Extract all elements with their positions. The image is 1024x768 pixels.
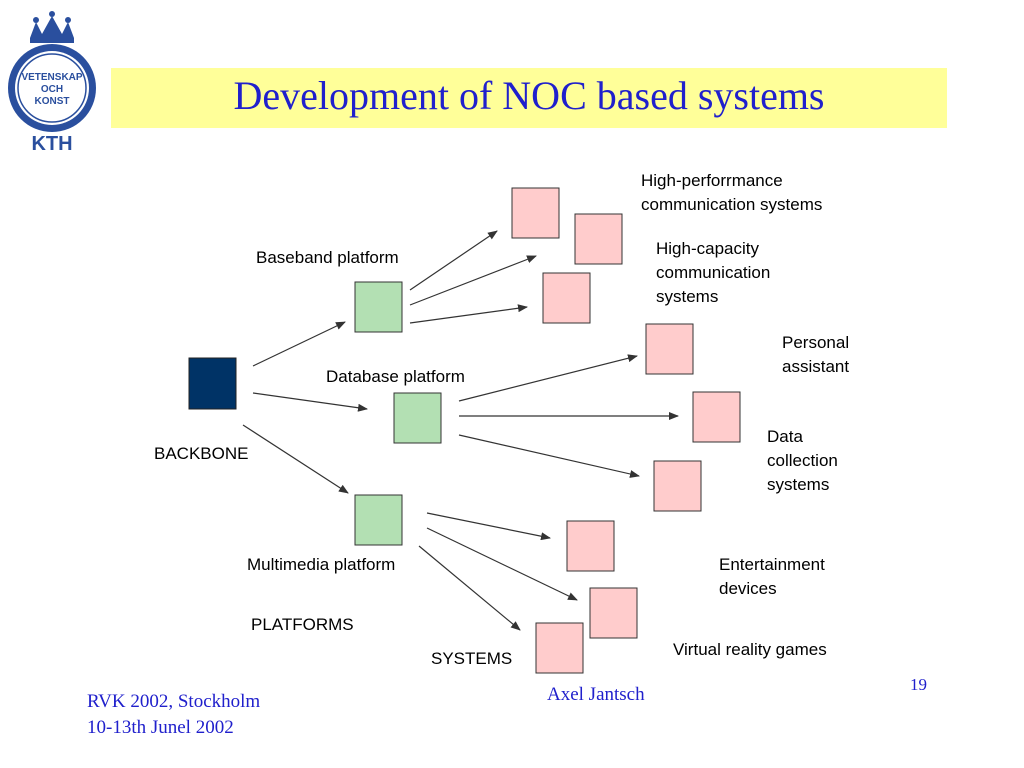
label-personal-assistant: Personal assistant (782, 331, 849, 379)
system-box (645, 323, 694, 375)
seal-text-2: OCH (41, 84, 63, 95)
system-box (566, 520, 615, 572)
system-box (511, 187, 560, 239)
label-line: Entertainment (719, 555, 825, 574)
baseband-platform-box (354, 281, 403, 333)
footer-line-2: 10-13th Junel 2002 (87, 717, 234, 738)
arrow-multimedia-sys8 (426, 527, 578, 601)
label-line: communication systems (641, 195, 823, 214)
label-backbone: BACKBONE (154, 444, 249, 463)
arrow-database-sys4 (458, 354, 638, 402)
slide-title: Development of NOC based systems (233, 73, 825, 118)
backbone-box (188, 357, 237, 410)
label-systems: SYSTEMS (431, 649, 513, 668)
arrow-multimedia-sys9 (418, 545, 521, 631)
seal-text-3: KONST (35, 96, 70, 107)
multimedia-platform-box (354, 494, 403, 546)
label-line: systems (767, 475, 830, 494)
label-line: Data (767, 427, 803, 446)
arrow-backbone-database (252, 392, 368, 412)
label-line: devices (719, 579, 777, 598)
label-line: systems (656, 287, 719, 306)
kth-logo: VETENSKAP OCH KONST KTH (8, 11, 96, 155)
arrow-backbone-multimedia (242, 424, 349, 494)
arrow-baseband-sys2 (409, 255, 537, 306)
label-vr-games: Virtual reality games (673, 640, 827, 659)
crown-icon (30, 11, 74, 43)
label-high-capacity: High-capacity communication systems (656, 237, 770, 309)
label-line: Personal (782, 333, 850, 352)
system-box (692, 391, 741, 443)
system-box (653, 460, 702, 512)
label-database-platform: Database platform (326, 367, 465, 386)
kth-wordmark: KTH (31, 133, 72, 155)
arrow-baseband-sys1 (409, 230, 498, 291)
label-line: High-capacity (656, 239, 759, 258)
footer-line-1: RVK 2002, Stockholm (87, 691, 261, 712)
system-box (542, 272, 591, 324)
title-bar: Development of NOC based systems (111, 68, 947, 128)
label-baseband-platform: Baseband platform (256, 248, 399, 267)
page-number: 19 (910, 675, 927, 694)
footer-author: Axel Jantsch (547, 684, 645, 705)
arrow-baseband-sys3 (409, 304, 528, 324)
label-high-performance: High-perforrmance communication systems (641, 169, 822, 217)
label-line: communication (656, 263, 771, 282)
label-entertainment: Entertainment devices (719, 553, 825, 601)
footer-conference: RVK 2002, Stockholm 10-13th Junel 2002 (87, 689, 260, 741)
arrow-multimedia-sys7 (426, 512, 551, 541)
arrow-database-sys6 (458, 434, 640, 478)
label-data-collection: Data collection systems (767, 425, 838, 497)
label-line: High-perforrmance (641, 171, 783, 190)
system-box (589, 587, 638, 639)
system-box (535, 622, 584, 674)
system-box (574, 213, 623, 265)
label-multimedia-platform: Multimedia platform (247, 555, 396, 574)
label-platforms: PLATFORMS (251, 615, 354, 634)
label-line: collection (767, 451, 838, 470)
label-line: assistant (782, 357, 850, 376)
database-platform-box (393, 392, 442, 444)
arrow-backbone-baseband (252, 321, 346, 367)
seal-text-1: VETENSKAP (21, 72, 82, 83)
